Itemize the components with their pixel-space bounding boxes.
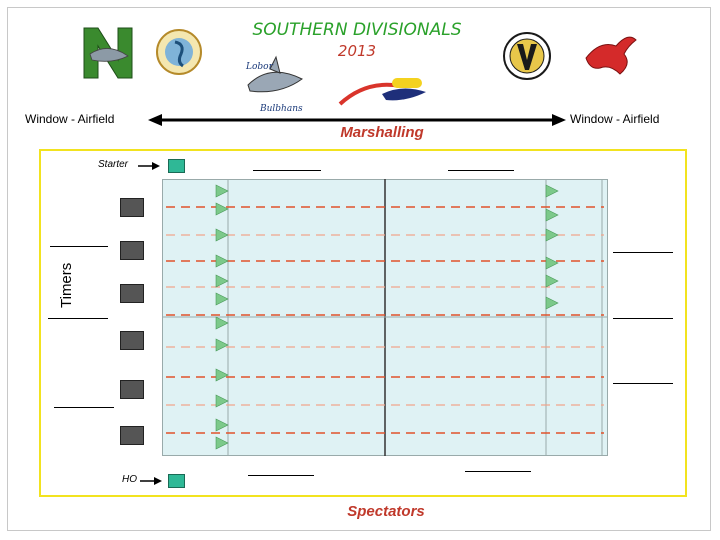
ho-station — [168, 474, 185, 488]
official-line — [48, 318, 108, 319]
n-logo — [83, 27, 133, 79]
ho-label: HO — [122, 474, 137, 485]
spectators-label: Spectators — [347, 503, 425, 520]
timers-label: Timers — [58, 262, 75, 308]
arrow-right-icon — [138, 162, 160, 170]
official-line — [248, 475, 314, 476]
starter-station — [168, 159, 185, 173]
swordfish-logo — [338, 78, 426, 106]
v-badge — [503, 32, 551, 80]
svg-text:Bulbhans: Bulbhans — [259, 104, 303, 114]
dragon-logo — [585, 36, 637, 75]
official-line — [465, 471, 531, 472]
starter-label: Starter — [98, 159, 129, 170]
timer-box — [120, 241, 144, 260]
timer-box — [120, 198, 144, 217]
pool-layout — [162, 179, 608, 456]
official-line — [253, 170, 321, 171]
arrow-right-icon — [140, 477, 162, 485]
window-airfield-right-label: Window - Airfield — [570, 112, 660, 126]
timer-box — [120, 426, 144, 445]
official-line — [50, 246, 108, 247]
official-line — [448, 170, 514, 171]
timer-box — [120, 284, 144, 303]
official-line — [54, 407, 114, 408]
official-line — [613, 383, 673, 384]
svg-text:Lobor: Lobor — [245, 62, 274, 72]
slide-frame — [7, 7, 711, 531]
official-line — [613, 252, 673, 253]
marshalling-label: Marshalling — [340, 124, 424, 141]
deck-area — [39, 149, 687, 497]
event-year: 2013 — [337, 42, 377, 60]
timer-box — [120, 380, 144, 399]
window-airfield-left-label: Window - Airfield — [25, 112, 115, 126]
timer-box — [120, 331, 144, 350]
seahorse-badge — [156, 29, 202, 75]
shark-logo: Lobor Bulbhans — [245, 55, 303, 114]
double-arrow-icon — [148, 114, 566, 126]
event-title: SOUTHERN DIVISIONALS — [252, 20, 462, 40]
official-line — [613, 318, 673, 319]
